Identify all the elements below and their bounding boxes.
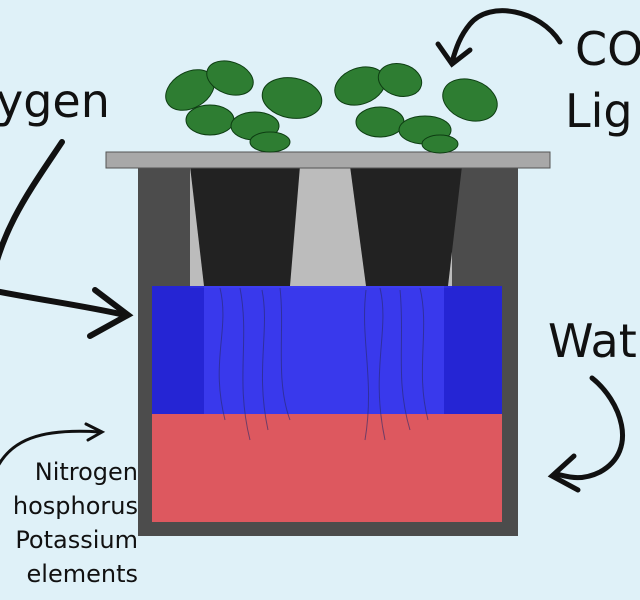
co2-label: CO [575,22,640,76]
arrow-left-icon [0,139,134,339]
nutrient-potassium: Potassium [15,526,138,554]
nutrient-arrow-icon [0,422,106,466]
light-label: Lig [565,84,633,138]
nutrient-layer [152,414,502,522]
water-label: Wat [548,314,637,368]
right-plant [334,63,498,154]
nutrient-phosphorus: hosphorus [12,492,138,520]
nutrient-nitrogen: Nitrogen [34,458,138,486]
water-arrow-icon [547,375,626,493]
left-plant [165,60,323,153]
arrow-down-icon [435,8,563,68]
nutrient-layer-shade [152,414,502,522]
roots [218,287,429,441]
container-lid [105,151,551,169]
water-layer-front [204,286,444,414]
left-pot [190,166,300,286]
nutrient-elements: elements [26,560,138,588]
oxygen-label: ygen [0,74,110,128]
right-pot [350,166,462,286]
